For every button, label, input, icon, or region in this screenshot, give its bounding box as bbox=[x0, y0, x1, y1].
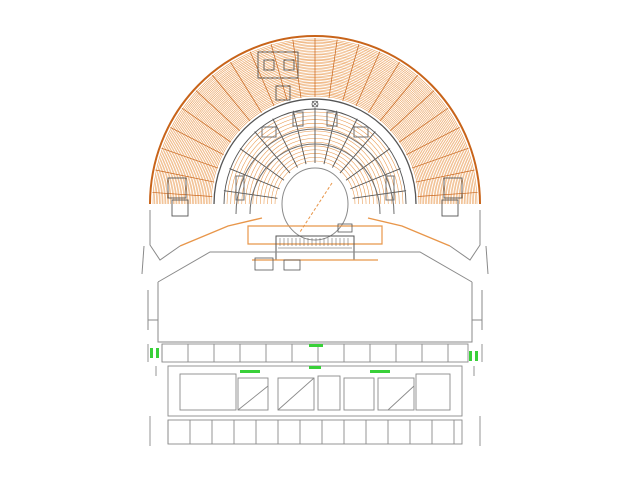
room-unit bbox=[317, 375, 341, 411]
orchestra-axis bbox=[299, 182, 333, 233]
lower-stairway bbox=[339, 131, 376, 174]
upper-stairway bbox=[292, 39, 302, 99]
room-unit bbox=[343, 377, 375, 411]
upper-stairway bbox=[195, 90, 241, 132]
upper-stairway bbox=[170, 127, 224, 155]
room-unit bbox=[277, 377, 315, 411]
upper-stairway bbox=[249, 51, 275, 106]
upper-stairway bbox=[368, 61, 400, 113]
upper-stairway bbox=[152, 192, 213, 197]
upper-stairway bbox=[415, 169, 475, 183]
room-block-middle bbox=[167, 365, 463, 417]
seating-tier-lower bbox=[271, 157, 359, 205]
highlight-markers bbox=[150, 344, 478, 373]
upper-stairway bbox=[379, 74, 419, 122]
upper-stairway bbox=[211, 74, 251, 122]
parodos-walls bbox=[179, 217, 451, 247]
lower-stairway bbox=[292, 110, 307, 165]
upper-stairway bbox=[411, 147, 469, 169]
lower-stairway bbox=[272, 118, 298, 168]
cavea-outer-wall bbox=[149, 35, 481, 205]
lower-stairway bbox=[323, 110, 338, 165]
room-unit bbox=[237, 377, 269, 411]
lower-stairway bbox=[350, 168, 401, 190]
room-diagonal bbox=[277, 377, 315, 411]
lower-stairway bbox=[332, 118, 358, 168]
forecourt bbox=[147, 251, 483, 343]
parodos-walls-grey bbox=[141, 210, 489, 275]
upper-stairway bbox=[270, 44, 288, 102]
lower-stairway bbox=[345, 148, 391, 181]
diazoma-walkway bbox=[213, 98, 417, 205]
room-unit bbox=[377, 377, 415, 411]
lower-rooms-complex bbox=[147, 343, 483, 446]
room-unit bbox=[415, 373, 451, 411]
inner-foundations bbox=[235, 111, 395, 215]
room-unit bbox=[179, 373, 237, 411]
skene bbox=[247, 223, 383, 271]
upper-stairway bbox=[161, 147, 219, 169]
room-diagonal bbox=[387, 385, 415, 411]
upper-stairway bbox=[328, 39, 338, 99]
lower-stairway bbox=[254, 131, 291, 174]
skene-hatching bbox=[279, 238, 349, 246]
upper-stairway bbox=[417, 192, 478, 197]
upper-stairway bbox=[342, 44, 360, 102]
lower-stairway bbox=[352, 190, 407, 199]
room-diagonal bbox=[237, 385, 269, 411]
orchestra-circle bbox=[281, 167, 349, 241]
center-marker bbox=[311, 100, 319, 108]
diazoma-inner-edge bbox=[223, 108, 407, 205]
lower-stairway bbox=[239, 148, 285, 181]
upper-stairway bbox=[230, 61, 262, 113]
lower-stairway bbox=[229, 168, 280, 190]
lower-stairway bbox=[223, 190, 278, 199]
upper-stairway bbox=[389, 90, 435, 132]
east-west-towers bbox=[167, 51, 463, 217]
upper-stairway bbox=[406, 127, 460, 155]
upper-stairway bbox=[398, 107, 449, 143]
upper-stairway bbox=[355, 51, 381, 106]
cavea-radial-stairways bbox=[152, 38, 478, 199]
upper-stairway bbox=[181, 107, 232, 143]
seating-tier-lower bbox=[274, 160, 356, 205]
upper-stairway bbox=[155, 169, 215, 183]
